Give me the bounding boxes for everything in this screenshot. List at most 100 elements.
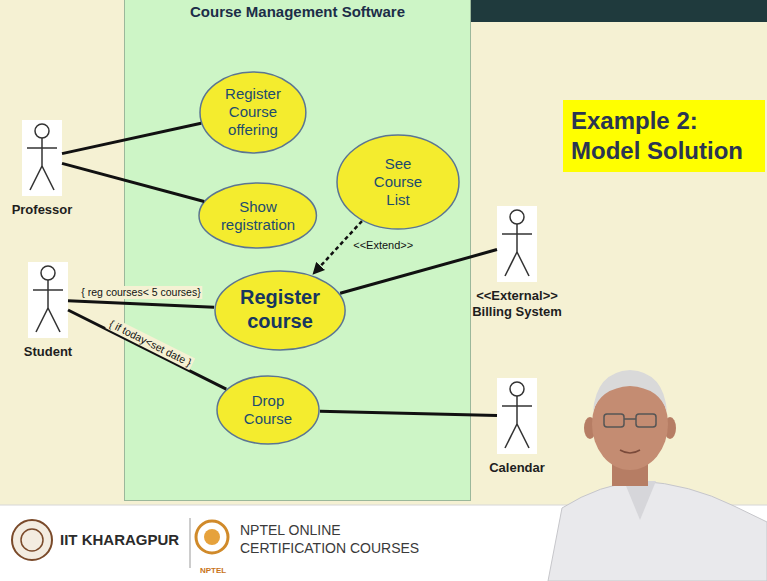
use-case-ellipse (337, 135, 459, 229)
iit-logo (12, 520, 52, 560)
use-case: Register Course offering (199, 71, 307, 154)
use-case-text-frame: Register Course offering (199, 71, 307, 154)
edge-constraint: <<Extend>> (351, 239, 415, 252)
actor-limb (41, 138, 43, 166)
presenter-shirt (548, 481, 767, 581)
actor-head (35, 124, 49, 138)
actor-name: Student (24, 344, 72, 360)
actor-limb (48, 308, 60, 332)
actor-frame (497, 378, 537, 454)
association-line (320, 411, 497, 415)
actor-limb (36, 308, 48, 332)
edge-label-holder: { reg courses< 5 courses} (79, 282, 202, 300)
actor-name: <<External>> (472, 288, 562, 304)
use-case-name: Drop Course (244, 392, 292, 427)
system-boundary: Register Course offeringShow registratio… (125, 0, 470, 500)
actor-limb (27, 147, 57, 149)
actor-limb (505, 424, 517, 448)
actor-figure (22, 120, 62, 196)
course-banner: NPTEL ONLINE CERTIFICATION COURSES (240, 522, 430, 557)
presenter-hair (593, 370, 667, 412)
actor-limb (502, 233, 532, 235)
use-case: Drop Course (216, 375, 320, 445)
actor-limb (47, 280, 49, 308)
use-case-text-frame: Drop Course (216, 375, 320, 445)
association-line (68, 301, 214, 307)
actor-label-holder: Calendar (489, 460, 545, 476)
use-case-ellipse (199, 183, 316, 248)
association-line (62, 163, 204, 201)
edge-constraint: { reg courses< 5 courses} (79, 286, 202, 299)
actor-label-holder: <<External>>Billing System (472, 288, 562, 321)
boundary-title-holder: Course Management Software (125, 3, 470, 21)
use-case-ellipse (200, 72, 306, 153)
actor: Student (23, 262, 74, 361)
actor-name: Professor (12, 202, 73, 218)
use-case-text-frame: Show registration (198, 182, 317, 249)
actor-figure (497, 378, 537, 454)
actor-limb (30, 166, 42, 190)
institute-name: IIT KHARAGPUR (60, 531, 179, 549)
actor: <<External>>Billing System (471, 206, 563, 321)
actor-frame (28, 262, 68, 338)
actor-limb (33, 289, 63, 291)
presenter-glasses (604, 414, 624, 427)
slide-title: Example 2: Model Solution (571, 107, 743, 164)
actor: Calendar (488, 378, 546, 477)
nptel-logo-core (204, 529, 220, 545)
actor-head (41, 266, 55, 280)
top-band (470, 0, 767, 22)
use-case-text-holder: Drop Course (237, 392, 299, 427)
actor-limb (42, 166, 54, 190)
iit-logo-ring (21, 529, 43, 551)
actor-limb (516, 396, 518, 424)
use-case-text-holder: See Course List (367, 155, 429, 208)
presenter-glasses (636, 414, 656, 427)
nptel-logo (196, 521, 228, 553)
edge-label-holder: <<Extend>> (351, 235, 415, 253)
actor-figure (497, 206, 537, 282)
actor-head (510, 382, 524, 396)
actor-label-holder: Professor (12, 202, 73, 218)
slide-title-box: Example 2: Model Solution (563, 100, 765, 172)
logo-caption: NPTEL (200, 566, 226, 576)
actor-figure (28, 262, 68, 338)
use-case-text-frame: See Course List (336, 134, 460, 230)
presenter-collar (624, 481, 656, 520)
system-name: Course Management Software (190, 3, 405, 20)
label-holder: IIT KHARAGPUR (60, 531, 179, 549)
actor-frame (497, 206, 537, 282)
label-holder: NPTEL ONLINE CERTIFICATION COURSES (240, 522, 430, 557)
actor-frame (22, 120, 62, 196)
use-case-name: Register Course offering (225, 85, 281, 137)
presenter-glasses-bridge (624, 418, 636, 420)
use-case-name: Register course (240, 286, 320, 332)
actor-name: Calendar (489, 460, 545, 476)
actor-limb (502, 405, 532, 407)
use-case-text-holder: Show registration (212, 198, 304, 233)
use-case: Register course (214, 270, 346, 351)
slide-title-holder: Example 2: Model Solution (571, 106, 757, 166)
actor: Professor (11, 120, 74, 219)
use-case-text-holder: Register course (228, 286, 332, 333)
use-case-ellipse (215, 271, 345, 350)
actor-limb (517, 424, 529, 448)
actor-name: Billing System (472, 304, 562, 320)
actor-limb (516, 224, 518, 252)
presenter-mouth (620, 450, 640, 453)
use-case-name: See Course List (374, 155, 422, 207)
footer-divider (190, 518, 191, 568)
use-case: Show registration (198, 182, 317, 249)
use-case-ellipse (217, 376, 319, 444)
actor-limb (517, 252, 529, 276)
association-line (68, 310, 226, 389)
label-holder: NPTEL (200, 566, 226, 576)
use-case-text-frame: Register course (214, 270, 346, 351)
use-case: See Course List (336, 134, 460, 230)
actor-label-holder: Student (24, 344, 72, 360)
use-case-name: Show registration (221, 198, 295, 233)
association-line (62, 123, 201, 153)
actor-limb (505, 252, 517, 276)
association-line (340, 250, 497, 294)
